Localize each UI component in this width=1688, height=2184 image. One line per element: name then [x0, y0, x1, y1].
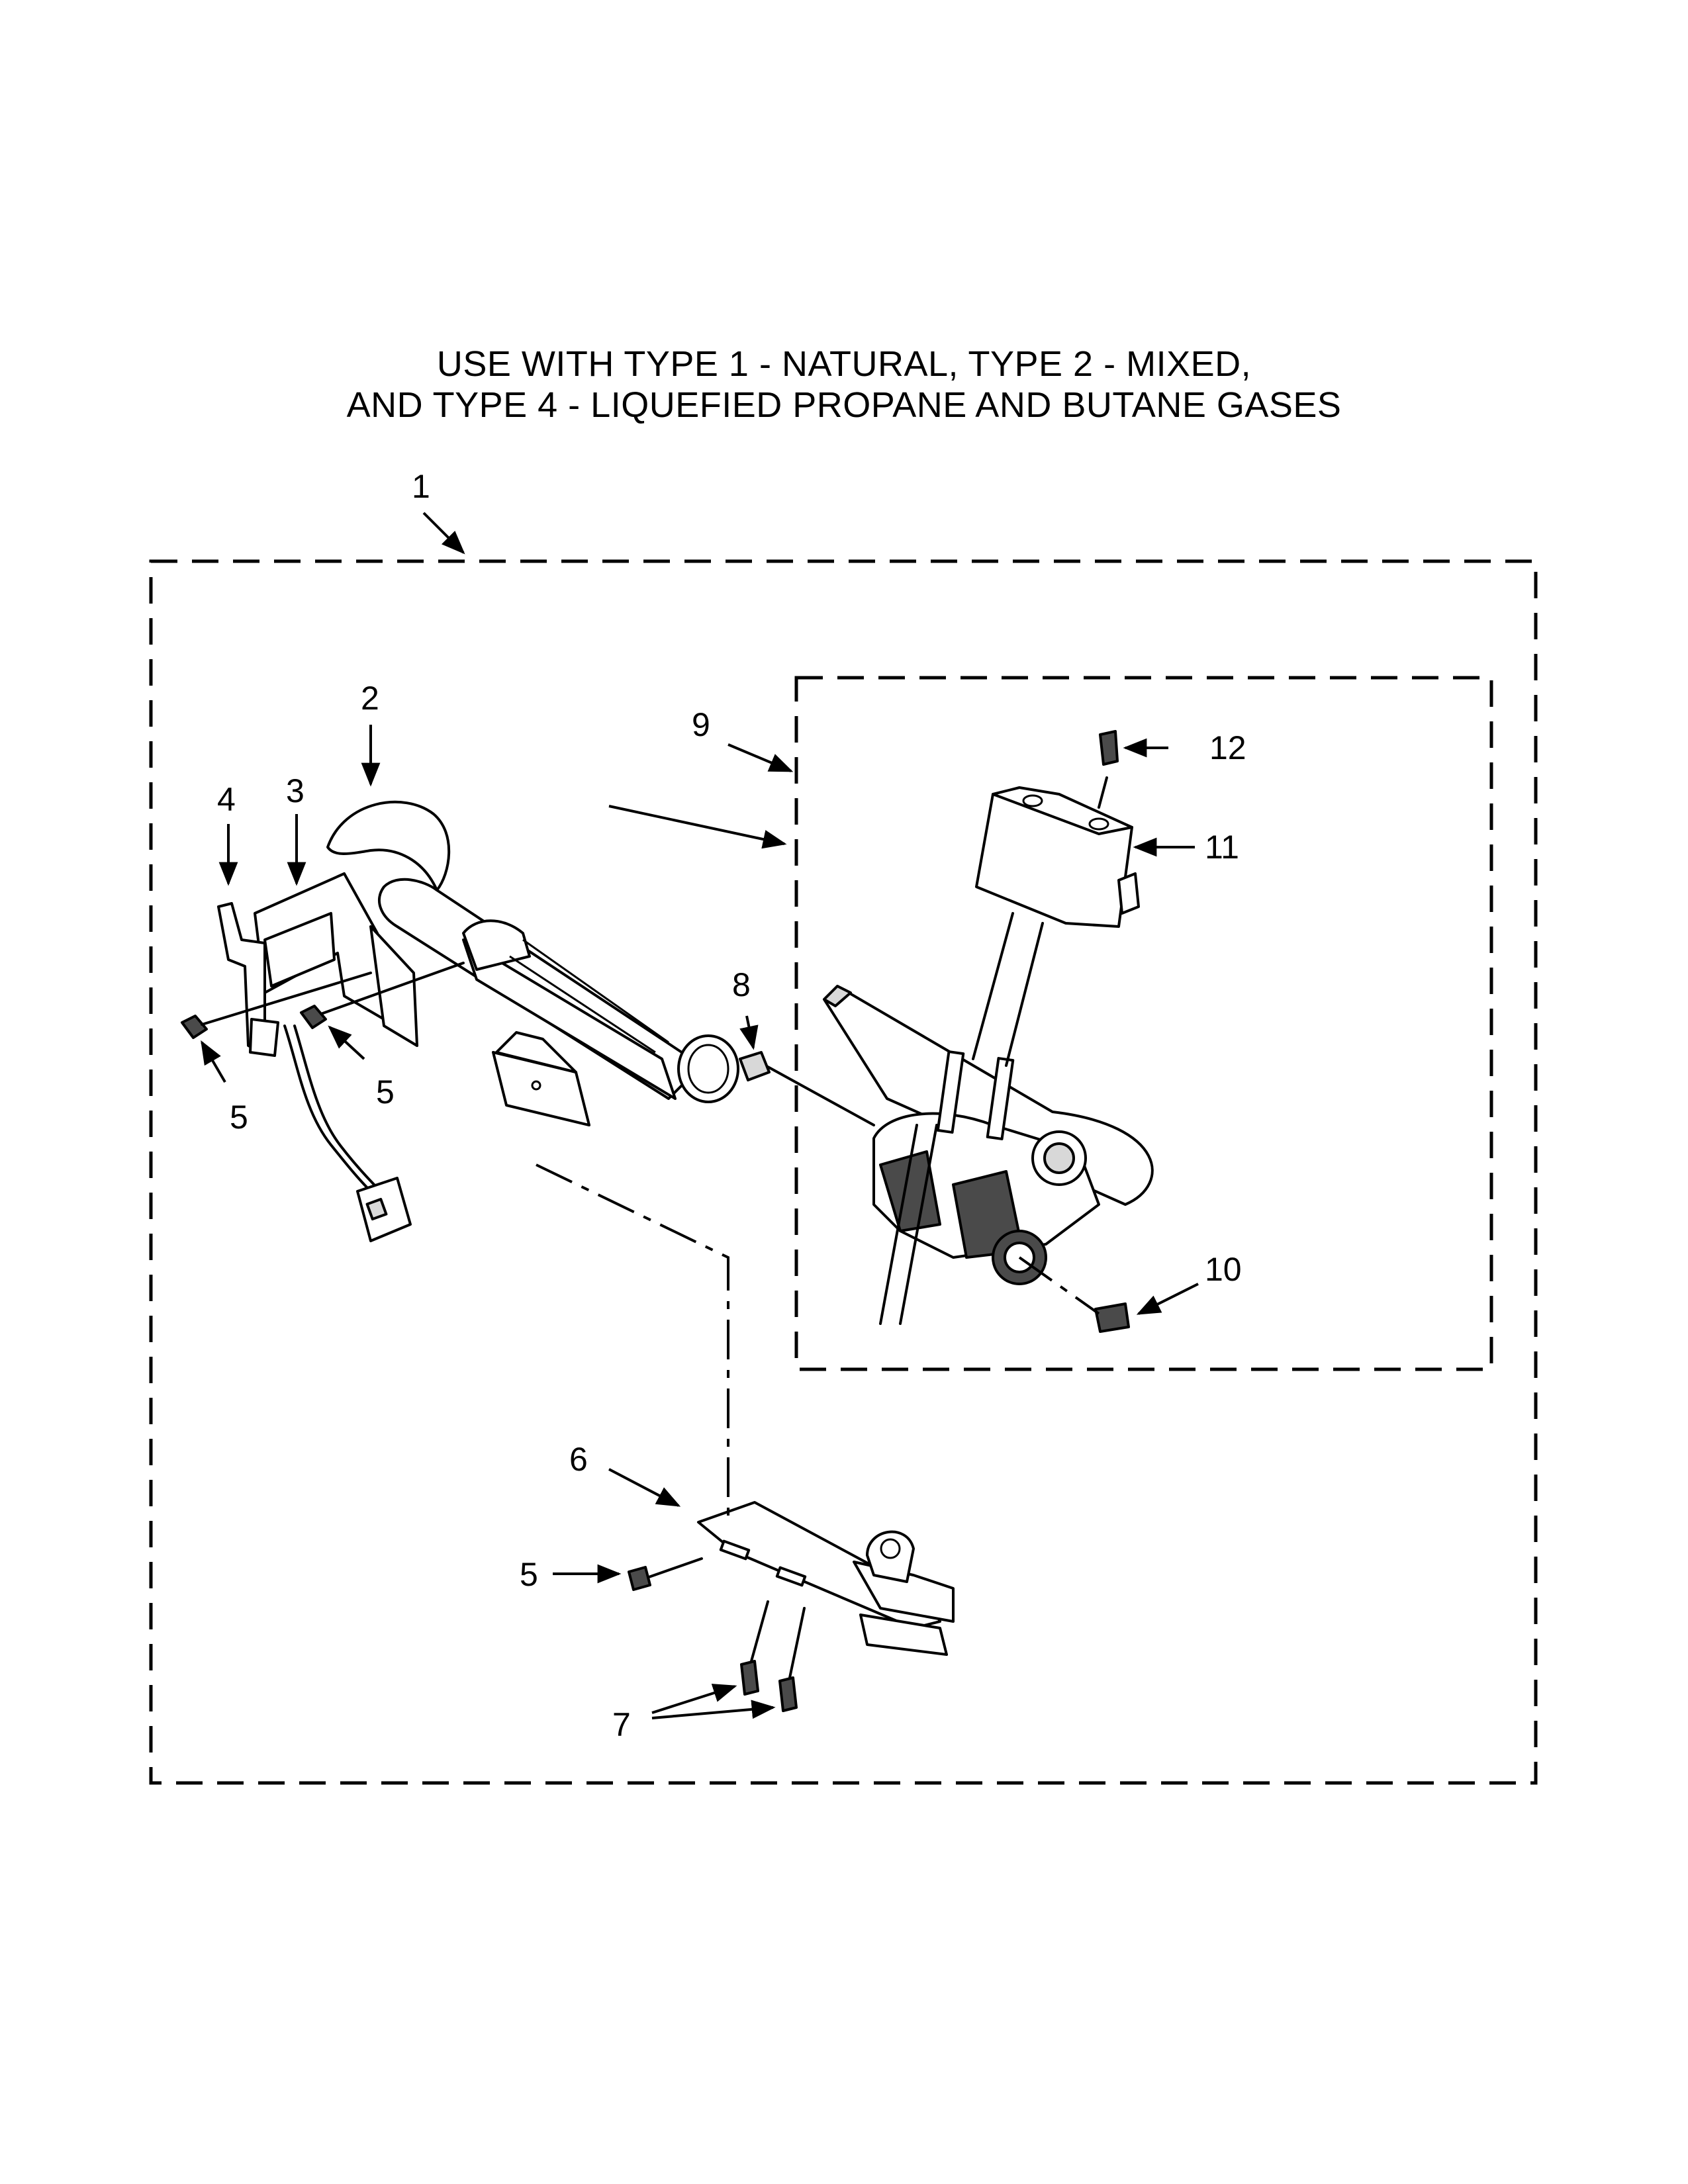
diagram-title-line-2: AND TYPE 4 - LIQUEFIED PROPANE AND BUTAN…	[346, 385, 1342, 425]
callout-4: 4	[217, 781, 236, 818]
diagram-title-line-1: USE WITH TYPE 1 - NATURAL, TYPE 2 - MIXE…	[436, 344, 1252, 384]
burner-tube	[326, 800, 739, 1103]
bracket-screw	[628, 1557, 703, 1591]
valve-coil	[972, 776, 1140, 1067]
callout-1: 1	[412, 468, 430, 505]
screw-bracket-right	[300, 962, 465, 1029]
burner-bracket	[697, 1501, 955, 1656]
gas-valve	[823, 985, 1154, 1325]
callout-8: 8	[732, 966, 751, 1003]
callout-5-lower: 5	[520, 1556, 538, 1593]
coil-screw	[1099, 730, 1119, 766]
ignitor-bracket	[254, 872, 418, 1047]
ignitor	[217, 902, 412, 1242]
callout-labels: 1 2 3 4 5 5 6 5 7 8 9 10 11 12	[217, 468, 1246, 1743]
callout-3: 3	[286, 772, 305, 809]
callout-10: 10	[1205, 1251, 1242, 1288]
assembly-boundary-outer	[149, 559, 1538, 1785]
orifice	[739, 1051, 875, 1126]
mounting-screws	[740, 1600, 806, 1712]
valve-assembly-boundary	[794, 676, 1493, 1371]
callout-5-left: 5	[230, 1099, 248, 1136]
tube-support-bracket	[492, 1031, 590, 1126]
callout-11: 11	[1205, 829, 1239, 866]
callout-5-right: 5	[376, 1073, 395, 1111]
callout-12: 12	[1209, 729, 1246, 766]
callout-9: 9	[692, 706, 710, 743]
sensor-connector	[1018, 1256, 1130, 1333]
callout-7: 7	[612, 1706, 631, 1743]
callout-2: 2	[361, 680, 379, 717]
tube-to-bracket-centerline	[536, 1163, 729, 1516]
callout-leaders	[201, 512, 1199, 1719]
screw-bracket-left	[181, 972, 372, 1039]
callout-6: 6	[569, 1441, 588, 1478]
